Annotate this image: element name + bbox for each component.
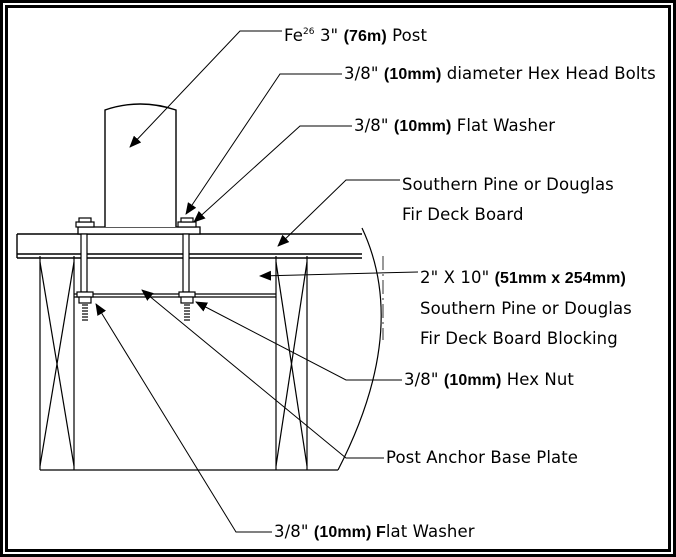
label-blocking: 2" X 10" (51mm x 254mm) Southern Pine or… — [420, 263, 632, 354]
label-hex-nut-bold: (10mm) — [443, 372, 502, 389]
bolt-thread-left — [82, 304, 88, 321]
leader-hex-nut — [195, 301, 402, 381]
label-washer-top-post: Flat Washer — [451, 116, 556, 135]
label-washer-bottom-pre: 3/8" — [274, 522, 314, 541]
label-blocking-pre: 2" X 10" — [420, 268, 495, 287]
blocking-board — [74, 293, 276, 298]
label-deck-board: Southern Pine or Douglas Fir Deck Board — [402, 170, 614, 230]
leader-washer-bottom — [95, 303, 272, 533]
leader-blocking — [259, 270, 419, 281]
hex-bolt-left — [75, 217, 95, 304]
label-washer-top: 3/8" (10mm) Flat Washer — [354, 116, 555, 137]
label-post: Fe26 3" (76m) Post — [284, 22, 427, 47]
post-anchor-base-plate — [77, 226, 201, 235]
label-deck-board-line2: Fir Deck Board — [402, 205, 524, 224]
label-bolts-bold: (10mm) — [383, 66, 442, 83]
label-hex-nut: 3/8" (10mm) Hex Nut — [404, 370, 574, 391]
leader-bolts — [185, 73, 342, 215]
leader-washer-top — [193, 125, 352, 223]
label-bolts-post: diameter Hex Head Bolts — [441, 64, 656, 83]
label-blocking-line2: Southern Pine or Douglas — [420, 299, 632, 318]
bolt-thread-right — [184, 304, 190, 321]
label-base-plate-text: Post Anchor Base Plate — [386, 448, 579, 467]
steel-post — [104, 103, 177, 227]
deck-edge-curve — [337, 227, 382, 471]
label-bolts-pre: 3/8" — [344, 64, 384, 83]
label-washer-bottom: 3/8" (10mm) Flat Washer — [274, 522, 475, 543]
leader-post — [129, 30, 282, 148]
leader-base-plate — [141, 289, 384, 459]
label-washer-top-pre: 3/8" — [354, 116, 394, 135]
joist-framing — [39, 256, 338, 471]
label-blocking-line3: Fir Deck Board Blocking — [420, 329, 618, 348]
label-post-pre: Fe — [284, 26, 303, 45]
label-post-mid: 3" — [314, 26, 344, 45]
label-washer-top-bold: (10mm) — [393, 118, 452, 135]
label-bolts: 3/8" (10mm) diameter Hex Head Bolts — [344, 64, 656, 85]
label-post-sup: 26 — [302, 27, 315, 37]
label-post-post: Post — [386, 26, 428, 45]
label-washer-bottom-post: lat Washer — [385, 522, 475, 541]
label-hex-nut-post: Hex Nut — [501, 370, 574, 389]
label-blocking-bold: (51mm x 254mm) — [494, 270, 626, 287]
label-base-plate: Post Anchor Base Plate — [386, 448, 578, 468]
leader-deck-board — [277, 179, 400, 247]
label-post-bold: (76m) — [343, 28, 387, 45]
drawing-inner-border — [5, 5, 671, 552]
label-hex-nut-pre: 3/8" — [404, 370, 444, 389]
label-deck-board-line1: Southern Pine or Douglas — [402, 175, 614, 194]
hex-bolt-right — [177, 217, 197, 304]
label-washer-bottom-bold: (10mm) F — [313, 524, 386, 541]
